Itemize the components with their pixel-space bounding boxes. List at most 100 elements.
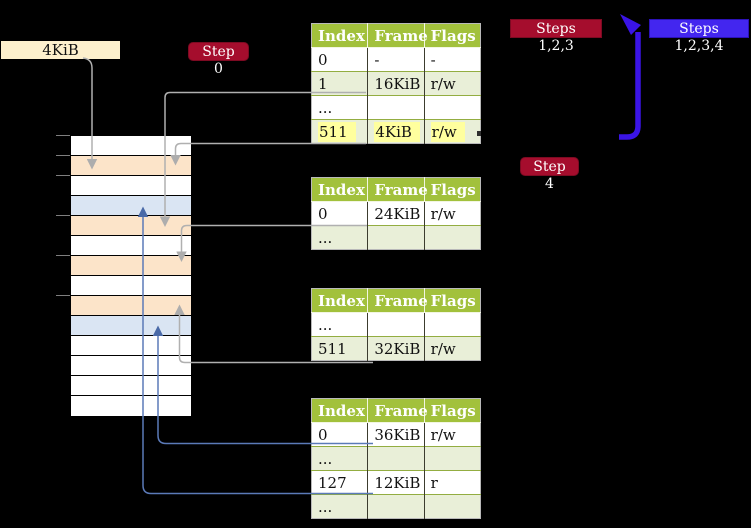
- memory-cell-table: [71, 216, 191, 236]
- column-header: Flags: [424, 177, 481, 202]
- column-header: Frame: [367, 23, 428, 48]
- table-row: ...: [311, 225, 481, 250]
- table-cell: -: [424, 47, 481, 72]
- table-cell: -: [367, 47, 425, 72]
- stack-tick: [56, 255, 70, 256]
- column-header: Frame: [367, 177, 428, 202]
- memory-cell-free: [71, 276, 191, 296]
- table-row: ...: [311, 446, 481, 471]
- table-cell: r/w: [424, 71, 481, 96]
- memory-cell-free: [71, 376, 191, 396]
- stack-tick: [56, 175, 70, 176]
- table-cell: [367, 95, 425, 120]
- table-cell: 0: [311, 201, 369, 226]
- table-cell: [424, 446, 481, 471]
- table-cell: r: [424, 470, 481, 495]
- table-cell: [367, 494, 425, 519]
- table-cell: 4KiB: [367, 119, 425, 144]
- table-cell: 1: [311, 71, 369, 96]
- table-cell: [367, 446, 425, 471]
- table-cell: ...: [311, 312, 369, 337]
- highlighted-value: r/w: [430, 121, 465, 142]
- column-header: Flags: [424, 398, 481, 423]
- memory-stack: [70, 135, 192, 417]
- memory-cell-table: [71, 256, 191, 276]
- column-header: Frame: [367, 398, 428, 423]
- column-header: Index: [311, 398, 369, 423]
- table-cell: [424, 312, 481, 337]
- frame-size-label: 4KiB: [1, 41, 120, 59]
- pointer-mark: [477, 131, 481, 136]
- table-cell: 32KiB: [367, 336, 425, 361]
- table-row: ...: [311, 312, 481, 337]
- table-cell: ...: [311, 95, 369, 120]
- badge-steps-1-2-3: Steps 1,2,3: [510, 19, 602, 54]
- stack-tick: [56, 155, 70, 156]
- table-cell: 24KiB: [367, 201, 425, 226]
- table-cell: 36KiB: [367, 422, 425, 447]
- memory-cell-page: [71, 316, 191, 336]
- column-header: Frame: [367, 288, 428, 313]
- badge-step-0: Step 0: [188, 42, 249, 77]
- table-cell: [367, 312, 425, 337]
- table-cell: [424, 225, 481, 250]
- table-cell: [424, 494, 481, 519]
- column-header: Flags: [424, 23, 481, 48]
- badge-step-4: Step 4: [520, 157, 579, 192]
- column-header: Index: [311, 177, 369, 202]
- table-cell: 0: [311, 422, 369, 447]
- table-cell: r/w: [424, 119, 481, 144]
- table-cell: r/w: [424, 201, 481, 226]
- stack-tick: [56, 135, 70, 136]
- table-row: 0--: [311, 47, 481, 72]
- table-row: ...: [311, 95, 481, 120]
- table-cell: ...: [311, 225, 369, 250]
- table-cell: [367, 225, 425, 250]
- memory-cell-free: [71, 236, 191, 256]
- stack-tick: [56, 295, 70, 296]
- column-header: Index: [311, 288, 369, 313]
- table-cell: r/w: [424, 422, 481, 447]
- badge-steps-1-2-3-4: Steps 1,2,3,4: [649, 19, 749, 54]
- table-cell: 0: [311, 47, 369, 72]
- table-cell: 16KiB: [367, 71, 425, 96]
- memory-cell-free: [71, 396, 191, 416]
- table-cell: 12KiB: [367, 470, 425, 495]
- memory-cell-table: [71, 296, 191, 316]
- table-cell: 511: [311, 119, 369, 144]
- table-cell: ...: [311, 494, 369, 519]
- highlighted-value: 4KiB: [374, 121, 420, 142]
- table-cell: r/w: [424, 336, 481, 361]
- column-header: Flags: [424, 288, 481, 313]
- memory-cell-free: [71, 176, 191, 196]
- memory-cell-free: [71, 336, 191, 356]
- table-row: ...: [311, 494, 481, 519]
- steps-loop-arrow: [619, 14, 641, 140]
- memory-cell-page: [71, 196, 191, 216]
- memory-cell-table: [71, 156, 191, 176]
- table-cell: [424, 95, 481, 120]
- column-header: Index: [311, 23, 369, 48]
- table-cell: 127: [311, 470, 369, 495]
- arrow-t1r511-to-frame4: [170, 142, 366, 166]
- stack-tick: [56, 215, 70, 216]
